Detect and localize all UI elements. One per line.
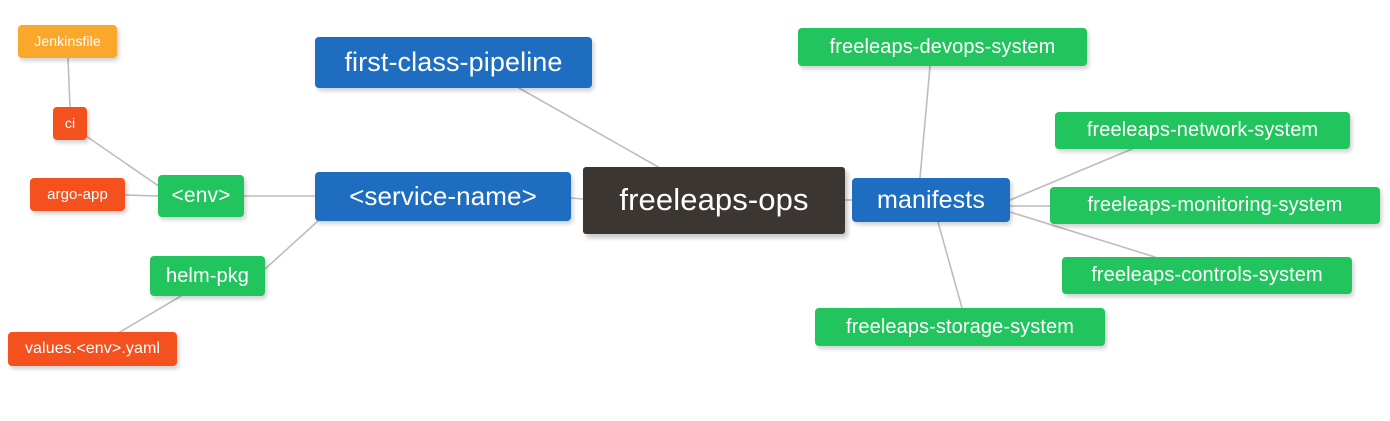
node-label-env: <env> — [171, 183, 231, 207]
node-label-devops-system: freeleaps-devops-system — [829, 35, 1056, 58]
edge-first-class-pipeline-to-freeleaps-ops — [518, 87, 661, 169]
node-manifests[interactable]: manifests — [852, 178, 1010, 222]
node-jenkinsfile[interactable]: Jenkinsfile — [18, 25, 117, 58]
edge-service-name-to-helm-pkg — [264, 220, 319, 270]
node-ci[interactable]: ci — [53, 107, 87, 140]
node-controls-system[interactable]: freeleaps-controls-system — [1062, 257, 1352, 294]
edge-manifests-to-storage-system — [937, 221, 963, 309]
node-label-ci: ci — [64, 115, 76, 132]
node-label-freeleaps-ops: freeleaps-ops — [619, 182, 809, 218]
node-helm-pkg[interactable]: helm-pkg — [150, 256, 265, 296]
node-label-values-env-yaml: values.<env>.yaml — [24, 339, 161, 357]
node-freeleaps-ops[interactable]: freeleaps-ops — [583, 167, 845, 234]
node-monitoring-system[interactable]: freeleaps-monitoring-system — [1050, 187, 1380, 224]
edge-manifests-to-devops-system — [919, 65, 931, 179]
node-label-first-class-pipeline: first-class-pipeline — [344, 47, 563, 78]
edge-helm-pkg-to-values-env-yaml — [119, 295, 182, 333]
node-label-argo-app: argo-app — [47, 185, 108, 203]
node-values-env-yaml[interactable]: values.<env>.yaml — [8, 332, 177, 366]
node-storage-system[interactable]: freeleaps-storage-system — [815, 308, 1105, 346]
node-devops-system[interactable]: freeleaps-devops-system — [798, 28, 1087, 66]
node-label-service-name: <service-name> — [349, 180, 537, 211]
node-service-name[interactable]: <service-name> — [315, 172, 571, 221]
edge-jenkinsfile-to-ci — [67, 57, 71, 108]
edge-argo-app-to-env — [124, 194, 159, 197]
node-label-controls-system: freeleaps-controls-system — [1091, 264, 1323, 286]
node-network-system[interactable]: freeleaps-network-system — [1055, 112, 1350, 149]
node-label-helm-pkg: helm-pkg — [165, 264, 250, 287]
node-label-manifests: manifests — [877, 185, 985, 214]
node-env[interactable]: <env> — [158, 175, 244, 217]
node-label-monitoring-system: freeleaps-monitoring-system — [1087, 194, 1343, 216]
node-label-jenkinsfile: Jenkinsfile — [34, 33, 101, 50]
node-label-storage-system: freeleaps-storage-system — [845, 315, 1075, 338]
node-label-network-system: freeleaps-network-system — [1086, 119, 1319, 141]
edge-service-name-to-freeleaps-ops — [570, 197, 584, 200]
node-first-class-pipeline[interactable]: first-class-pipeline — [315, 37, 592, 88]
node-argo-app[interactable]: argo-app — [30, 178, 125, 211]
